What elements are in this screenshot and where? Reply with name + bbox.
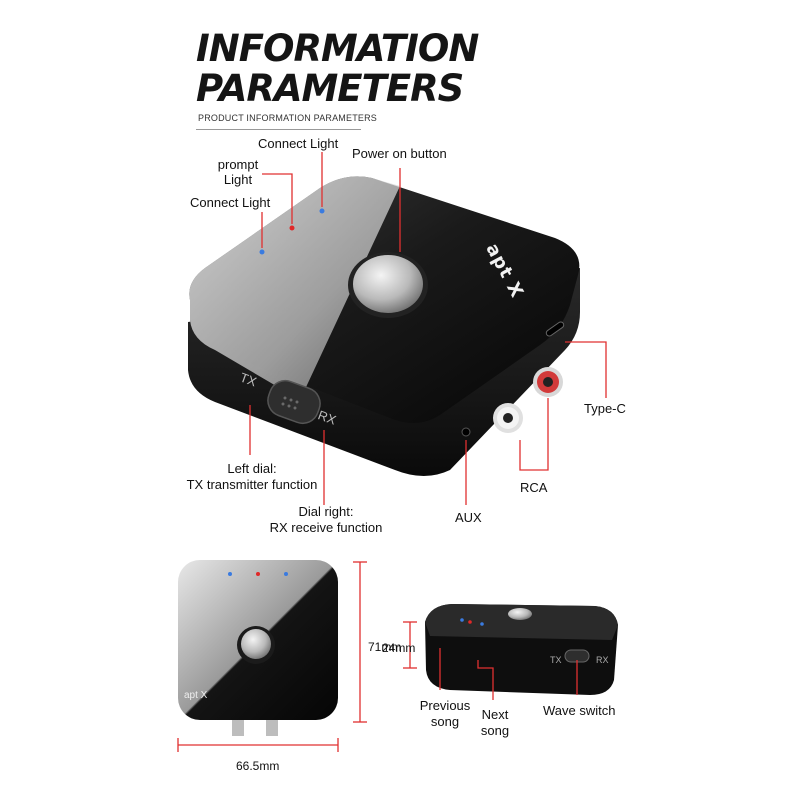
connect-light-left-label: Connect Light	[190, 195, 271, 210]
side-switch-tx-label: TX	[550, 655, 562, 665]
front-view-logo: apt X	[184, 690, 208, 701]
front-view-knob	[241, 629, 271, 659]
connect-light-left-led	[259, 249, 265, 255]
dial-right-label-line1: Dial right:	[298, 504, 354, 519]
aux-label: AUX	[455, 510, 482, 525]
page-subtitle: PRODUCT INFORMATION PARAMETERS	[198, 113, 378, 123]
page-title-line2: PARAMETERS	[196, 67, 464, 110]
callout-lines-side	[403, 621, 578, 700]
next-song-label-line1: Next	[481, 707, 509, 722]
type-c-port	[545, 321, 565, 337]
side-switch-rx-label: RX	[596, 655, 609, 665]
rca-label: RCA	[520, 480, 548, 495]
dimension-lines-front	[177, 561, 367, 752]
callout-lines	[249, 152, 607, 505]
front-view-rca-left	[232, 720, 244, 736]
left-dial-label-line2: TX transmitter function	[186, 477, 318, 492]
left-dial-label-line1: Left dial:	[227, 461, 277, 476]
aux-port	[461, 427, 471, 437]
device-reflection	[189, 176, 400, 400]
prompt-light-led	[289, 225, 295, 231]
previous-song-label-line1: Previous	[419, 698, 471, 713]
prompt-light-label-line1: prompt	[217, 157, 259, 172]
connect-light-top-led	[319, 208, 325, 214]
power-button-label: Power on button	[352, 146, 447, 161]
type-c-label: Type-C	[584, 401, 626, 416]
wave-switch-label: Wave switch	[543, 703, 616, 718]
title-divider	[196, 129, 361, 130]
prompt-light-label-line2: Light	[223, 172, 253, 187]
height-dimension-label: 71mm	[368, 640, 402, 654]
width-dimension-label: 66.5mm	[236, 759, 280, 773]
thickness-dimension-label: 24mm	[382, 641, 416, 655]
previous-song-label-line2: song	[430, 714, 460, 729]
power-button-knob	[353, 255, 423, 313]
page-title: INFORMATION	[196, 27, 479, 70]
switch-grip-dots	[281, 396, 299, 410]
front-view-rca-right	[266, 720, 278, 736]
dial-right-label-line2: RX receive function	[269, 520, 383, 535]
tx-rx-switch	[267, 379, 321, 425]
next-song-label-line2: song	[480, 723, 510, 738]
connect-light-top-label: Connect Light	[258, 136, 339, 151]
